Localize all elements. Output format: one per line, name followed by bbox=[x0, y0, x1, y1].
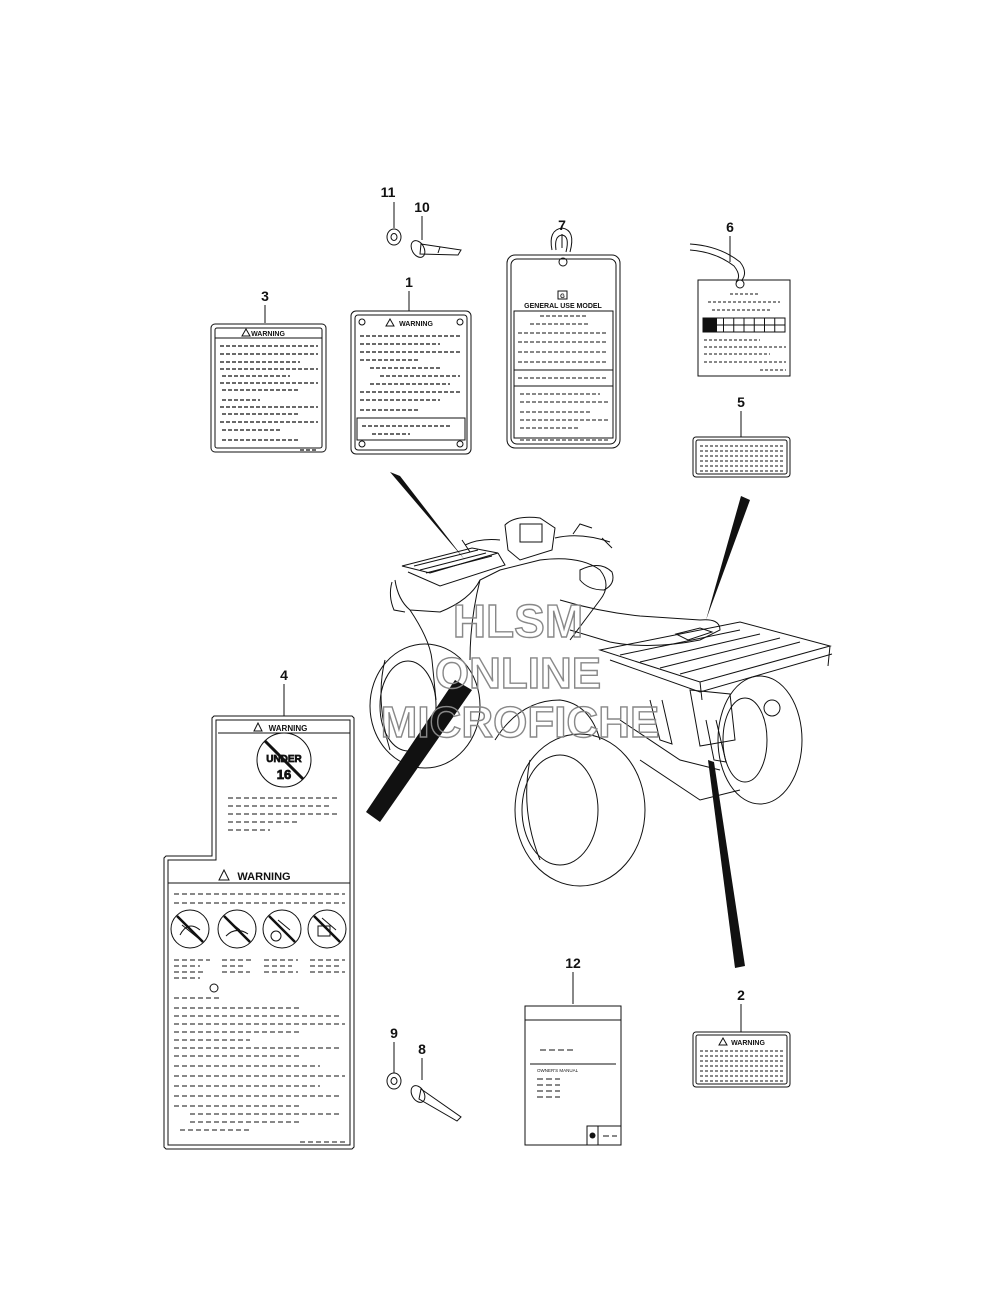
label-3-warning[interactable]: WARNING bbox=[210, 323, 327, 453]
washer-11 bbox=[386, 228, 402, 246]
callout-8[interactable]: 8 bbox=[418, 1041, 426, 1057]
watermark-line-2: ONLINE bbox=[435, 649, 601, 698]
age-text: 16 bbox=[277, 767, 291, 782]
under-text: UNDER bbox=[266, 754, 302, 765]
label-2-title: WARNING bbox=[731, 1040, 765, 1047]
callout-7[interactable]: 7 bbox=[558, 217, 566, 233]
tag-general-use-model: GENERAL USE MODEL bbox=[524, 303, 602, 310]
label-1-warning[interactable]: WARNING bbox=[350, 310, 472, 455]
label-4-warning[interactable]: WARNING UNDER 16 WARNING bbox=[163, 715, 355, 1150]
label-5[interactable] bbox=[692, 436, 791, 478]
callout-12[interactable]: 12 bbox=[565, 955, 581, 971]
callout-10[interactable]: 10 bbox=[414, 199, 430, 215]
pictogram-row bbox=[170, 909, 347, 949]
pointer-wedges bbox=[366, 472, 750, 968]
atv-illustration bbox=[369, 516, 833, 887]
label-2-warning[interactable]: WARNING bbox=[692, 1031, 791, 1088]
callout-9[interactable]: 9 bbox=[390, 1025, 398, 1041]
washer-9 bbox=[386, 1072, 402, 1090]
owners-manual-12[interactable]: OWNER'S MANUAL bbox=[524, 1005, 622, 1146]
label-1-title: WARNING bbox=[399, 321, 433, 328]
callout-2[interactable]: 2 bbox=[737, 987, 745, 1003]
callout-6[interactable]: 6 bbox=[726, 219, 734, 235]
label-6-tag[interactable] bbox=[689, 243, 791, 377]
manual-title: OWNER'S MANUAL bbox=[537, 1068, 579, 1073]
rivet-10 bbox=[410, 240, 462, 258]
rivet-8 bbox=[410, 1085, 462, 1122]
callout-4[interactable]: 4 bbox=[280, 667, 288, 683]
label-4-top-title: WARNING bbox=[269, 724, 308, 733]
label-4-main-title: WARNING bbox=[237, 871, 290, 883]
watermark-line-1: HLSM bbox=[453, 595, 583, 647]
watermark-line-3: MICROFICHE bbox=[381, 698, 660, 747]
label-7-general-use-tag[interactable]: G GENERAL USE MODEL bbox=[506, 227, 621, 449]
callout-1[interactable]: 1 bbox=[405, 274, 413, 290]
tag-g-mark: G bbox=[560, 294, 565, 300]
callout-5[interactable]: 5 bbox=[737, 394, 745, 410]
label-3-title: WARNING bbox=[251, 331, 285, 338]
callouts: 11 10 7 6 3 1 5 4 12 2 9 8 bbox=[261, 184, 745, 1080]
watermark: HLSM ONLINE MICROFICHE bbox=[380, 594, 660, 747]
callout-11[interactable]: 11 bbox=[381, 184, 396, 200]
callout-3[interactable]: 3 bbox=[261, 288, 269, 304]
